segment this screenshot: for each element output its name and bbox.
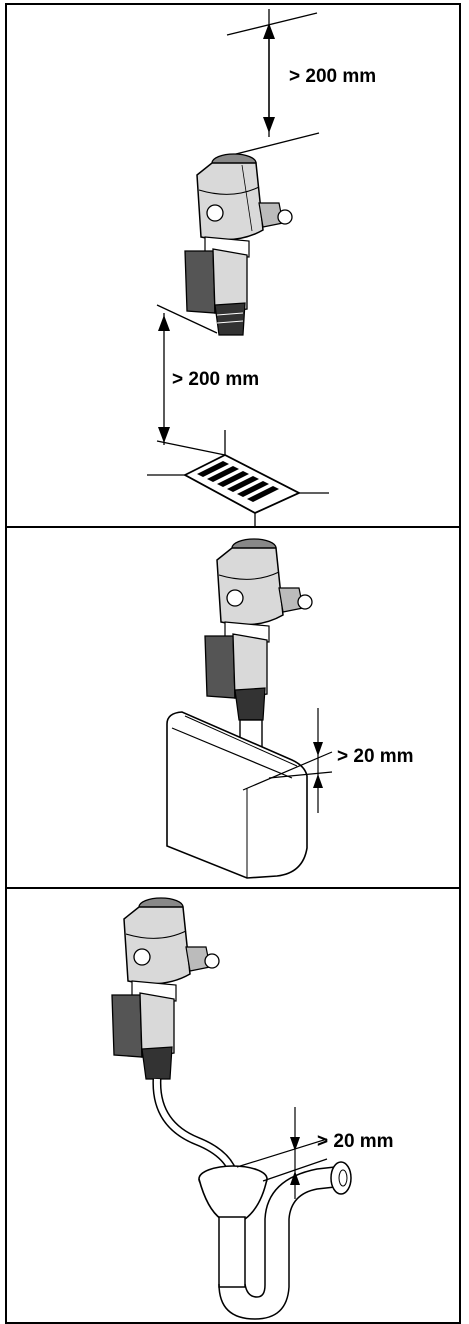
- arrow-up-icon: [290, 1171, 300, 1185]
- filter-unit: [204, 538, 313, 721]
- arrow-up-icon: [158, 315, 170, 331]
- gauge-icon: [133, 948, 151, 966]
- panel-bottom-funnel-trap: > 20 mm: [5, 887, 461, 1324]
- outlet-reference-line: [156, 304, 218, 334]
- housing-bowl: [111, 994, 143, 1058]
- gauge-icon: [226, 589, 244, 607]
- housing-bowl: [184, 250, 216, 314]
- filter-top-reference-line: [231, 132, 320, 156]
- hose-end-reference-line: [236, 1138, 328, 1168]
- air-gap-label: > 20 mm: [317, 1131, 394, 1152]
- gauge-icon: [206, 204, 224, 222]
- illustration-filter-funnel: > 20 mm: [111, 897, 394, 1320]
- panel-middle-sink: > 20 mm: [5, 526, 461, 889]
- arrow-up-icon: [313, 774, 323, 788]
- rim-reference-line: [268, 771, 333, 779]
- sink-basin: [166, 711, 308, 879]
- illustration-filter-sink: > 20 mm: [166, 538, 414, 879]
- illustration-filter-floor-drain: > 200 mm > 200 mm: [147, 9, 376, 526]
- arrow-down-icon: [290, 1137, 300, 1151]
- arrow-down-icon: [313, 742, 323, 756]
- filter-unit: [184, 153, 293, 336]
- floor-drain-grate: [147, 430, 329, 526]
- pipe-end-reference-line: [242, 751, 333, 791]
- panel-top-floor-drain: > 200 mm > 200 mm: [5, 3, 461, 528]
- top-reference-line: [226, 12, 318, 36]
- housing-bowl: [204, 635, 236, 699]
- funnel-trap: [198, 1161, 352, 1320]
- drain-valve: [141, 1046, 173, 1080]
- arrow-down-icon: [158, 427, 170, 443]
- bottom-clearance-label: > 200 mm: [172, 369, 259, 390]
- top-clearance-label: > 200 mm: [289, 66, 376, 87]
- filter-unit: [111, 897, 220, 1080]
- drain-hose: [152, 1078, 240, 1182]
- air-gap-label: > 20 mm: [337, 746, 414, 767]
- drain-valve: [214, 302, 246, 336]
- drain-valve: [234, 687, 266, 721]
- arrow-up-icon: [263, 23, 275, 39]
- arrow-down-icon: [263, 117, 275, 133]
